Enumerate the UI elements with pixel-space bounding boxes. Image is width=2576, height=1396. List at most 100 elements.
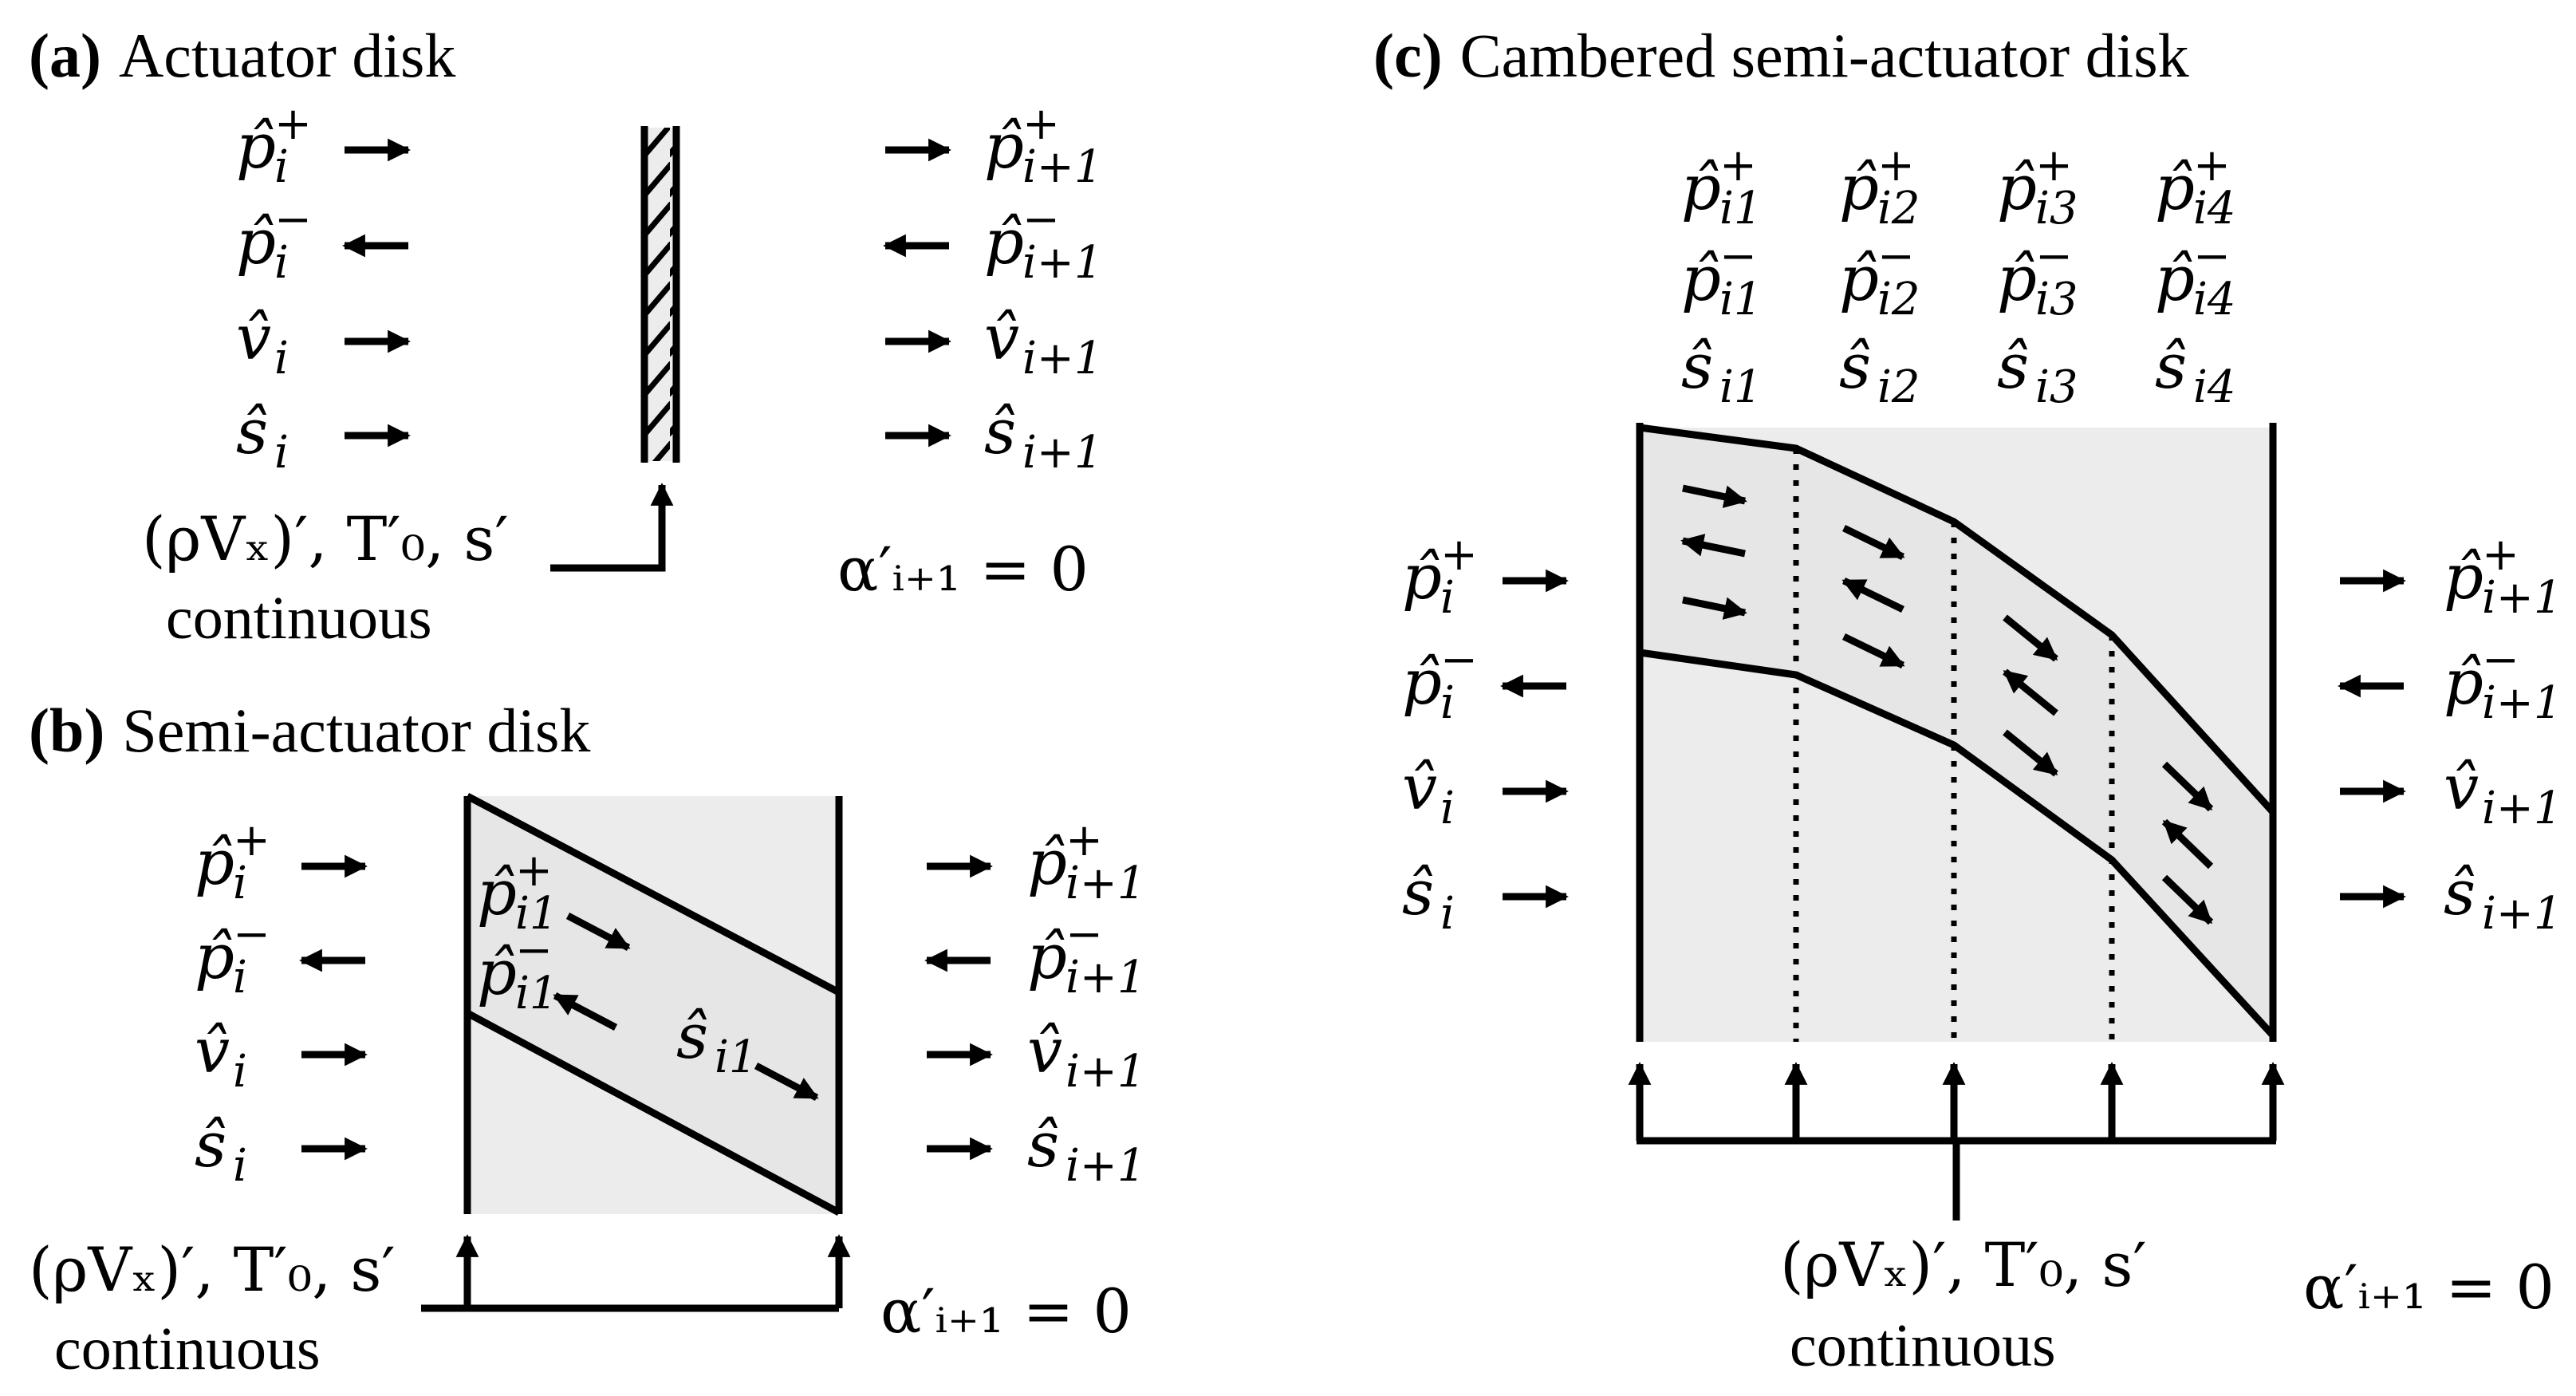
semi-disk-s-arrow bbox=[754, 1063, 819, 1101]
variable-label: p̂i+ bbox=[1402, 529, 1478, 624]
variable-label: p̂i1− bbox=[477, 925, 558, 1019]
panel-c-continuity-word: continuous bbox=[1790, 1312, 2056, 1379]
semi-disk-upper-blade bbox=[465, 793, 841, 996]
panel-c: (c) Cambered semi-actuator disk p̂i1+p̂i… bbox=[1373, 21, 2562, 1379]
variable-label: p̂i3+ bbox=[1997, 140, 2078, 235]
variable-superscript: − bbox=[2193, 231, 2231, 282]
variable-label: p̂i2− bbox=[1839, 231, 1920, 325]
variable-label: p̂i3− bbox=[1997, 231, 2078, 325]
variable-symbol: p̂ bbox=[477, 858, 517, 929]
variable-subscript: i4 bbox=[2193, 183, 2236, 235]
variable-subscript: i3 bbox=[2035, 361, 2078, 413]
variable-symbol: p̂ bbox=[1402, 542, 1442, 613]
variable-symbol: ŝ bbox=[1839, 331, 1871, 403]
cambered-cell4-p-plus-arrow bbox=[2161, 761, 2214, 812]
variable-symbol: p̂ bbox=[1027, 921, 1067, 993]
variable-label: p̂i4+ bbox=[2155, 140, 2236, 235]
panel-c-tag: (c) bbox=[1373, 21, 1443, 90]
cambered-cell1-p-plus-arrow bbox=[1682, 484, 1747, 508]
variable-label: v̂i bbox=[1402, 752, 1455, 834]
panel-b-continuity-expr: (ρVₓ)′, T′₀, s′ bbox=[29, 1234, 396, 1305]
panel-b-continuity-word: continuous bbox=[54, 1315, 321, 1382]
cambered-cell3-s-arrow bbox=[2003, 729, 2058, 777]
variable-superscript: − bbox=[515, 925, 553, 976]
variable-superscript: − bbox=[1022, 194, 1060, 246]
variable-symbol: p̂ bbox=[1997, 243, 2037, 315]
variable-label: p̂i2+ bbox=[1839, 140, 1920, 235]
variable-subscript: i bbox=[233, 1046, 247, 1098]
cambered-cell2-p-minus-arrow bbox=[1841, 577, 1904, 613]
panel-a-continuity-word: continuous bbox=[166, 585, 432, 652]
variable-superscript: + bbox=[1065, 814, 1103, 866]
variable-symbol: p̂ bbox=[195, 827, 234, 899]
panel-c-title-text: Cambered semi-actuator disk bbox=[1460, 21, 2189, 90]
variable-label: p̂i+ bbox=[236, 98, 312, 193]
cambered-cell1-p-minus-arrow bbox=[1680, 534, 1746, 558]
variable-subscript: i bbox=[274, 427, 289, 479]
panel-b-title: (b) Semi-actuator disk bbox=[29, 696, 590, 765]
variable-superscript: + bbox=[515, 845, 553, 897]
variable-subscript: i1 bbox=[1719, 183, 1763, 235]
variable-label: p̂i1+ bbox=[1681, 140, 1763, 235]
variable-subscript: i+1 bbox=[1065, 952, 1145, 1004]
variable-symbol: p̂ bbox=[1839, 243, 1879, 315]
panel-a-continuity-connector bbox=[550, 483, 674, 572]
variable-subscript: i1 bbox=[515, 968, 558, 1019]
variable-symbol: p̂ bbox=[1402, 647, 1442, 719]
variable-subscript: i+1 bbox=[1022, 141, 1102, 193]
variable-label: p̂i+1+ bbox=[984, 98, 1102, 193]
variable-superscript: + bbox=[1022, 98, 1060, 150]
variable-symbol: v̂ bbox=[1402, 752, 1437, 824]
variable-label: p̂i+1+ bbox=[1027, 814, 1145, 909]
variable-symbol: ŝ bbox=[1027, 1110, 1059, 1181]
variable-subscript: i+1 bbox=[1065, 1046, 1145, 1098]
variable-symbol: v̂ bbox=[236, 302, 271, 374]
variable-symbol: p̂ bbox=[195, 921, 234, 993]
variable-superscript: − bbox=[1877, 231, 1915, 282]
variable-symbol: ŝ bbox=[2155, 331, 2187, 403]
variable-label: v̂i+1 bbox=[1027, 1015, 1145, 1098]
cambered-internal-arrows bbox=[1680, 484, 2214, 925]
panel-c-continuity-expr: (ρVₓ)′, T′₀, s′ bbox=[1780, 1229, 2147, 1300]
variable-symbol: ŝ bbox=[236, 396, 268, 468]
variable-symbol: v̂ bbox=[195, 1015, 230, 1087]
variable-label: p̂i− bbox=[195, 909, 270, 1004]
variable-symbol: p̂ bbox=[984, 207, 1024, 278]
variable-subscript: i bbox=[1440, 677, 1455, 729]
panel-a-tag: (a) bbox=[29, 21, 101, 90]
variable-superscript: + bbox=[233, 814, 270, 866]
variable-subscript: i bbox=[1440, 572, 1455, 624]
variable-subscript: i+1 bbox=[2482, 888, 2562, 940]
variable-label: p̂i1+ bbox=[477, 845, 558, 940]
variable-label: v̂i bbox=[195, 1015, 247, 1098]
cambered-cell4-p-minus-arrow bbox=[2161, 818, 2214, 870]
variable-symbol: p̂ bbox=[2444, 647, 2483, 719]
variable-superscript: − bbox=[1440, 634, 1478, 686]
panel-a-boundary-condition: α′ᵢ₊₁ = 0 bbox=[837, 534, 1089, 605]
cambered-cell2-s-arrow bbox=[1842, 633, 1905, 669]
variable-subscript: i bbox=[274, 333, 289, 384]
variable-symbol: p̂ bbox=[1681, 243, 1721, 315]
variable-label: p̂i+1− bbox=[1027, 909, 1145, 1004]
variable-label: p̂i4− bbox=[2155, 231, 2236, 325]
panel-c-title: (c) Cambered semi-actuator disk bbox=[1373, 21, 2189, 90]
variable-symbol: p̂ bbox=[1839, 152, 1879, 224]
semi-disk-p-plus-arrow bbox=[565, 913, 631, 951]
variable-subscript: i+1 bbox=[1022, 333, 1102, 384]
panel-b-boundary-condition: α′ᵢ₊₁ = 0 bbox=[880, 1276, 1132, 1347]
semi-disk-lower-blade bbox=[465, 1010, 841, 1216]
variable-subscript: i bbox=[1440, 783, 1455, 834]
